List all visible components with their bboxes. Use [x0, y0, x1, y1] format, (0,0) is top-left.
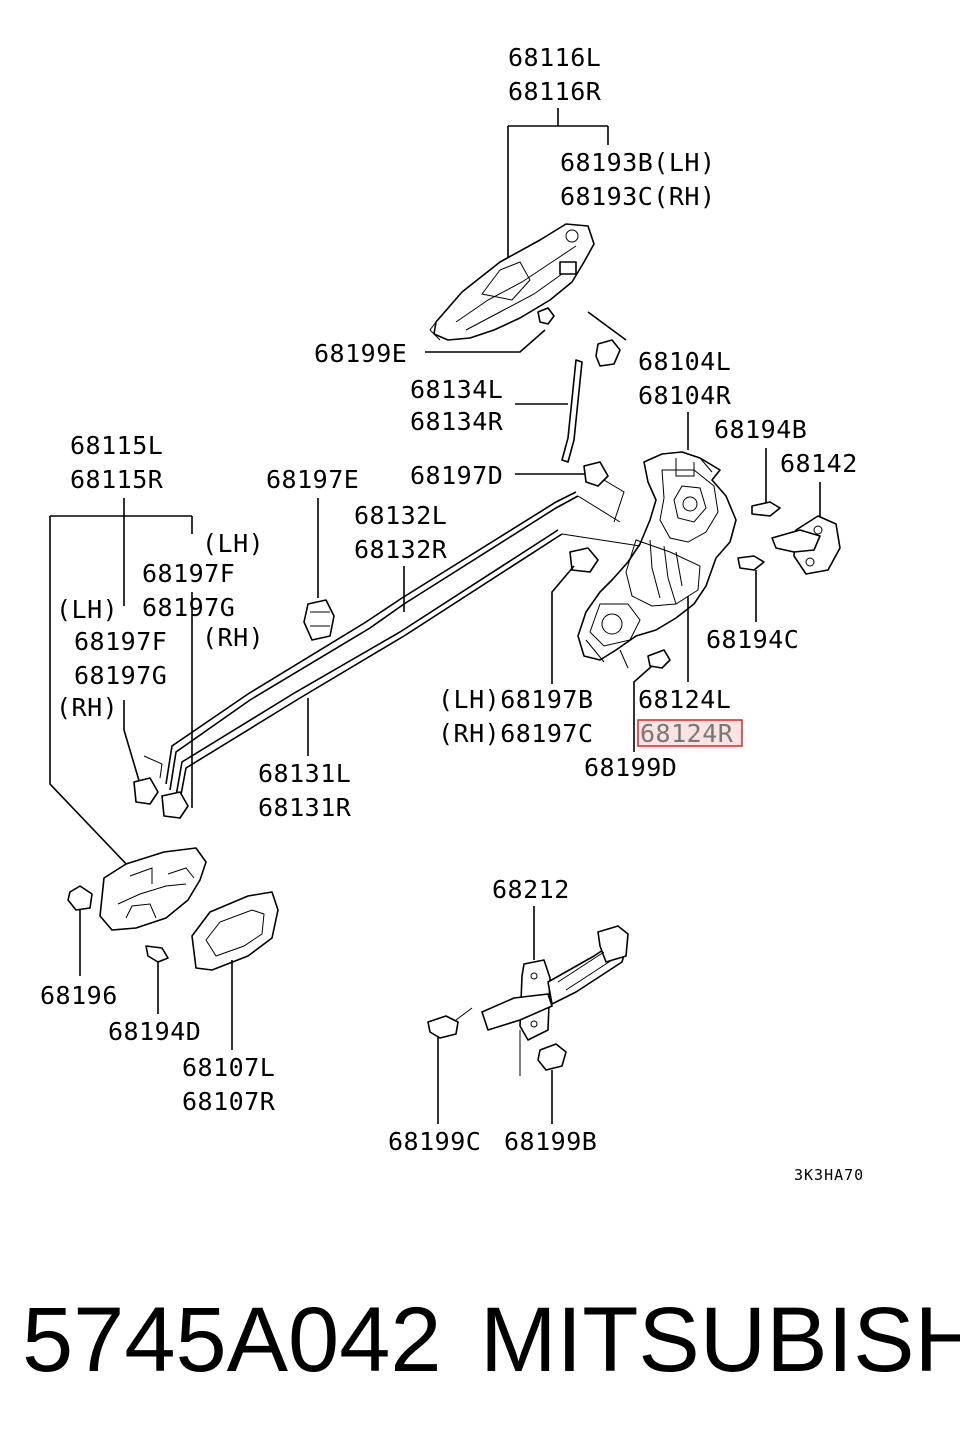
- outside-handle-part: [429, 223, 595, 341]
- door-latch-assembly: [577, 451, 737, 669]
- label-rh-b: (RH): [56, 693, 118, 722]
- label-68197B: (LH)68197B: [438, 685, 594, 714]
- label-68134L: 68134L: [410, 375, 503, 404]
- label-68197C: (RH)68197C: [438, 719, 594, 748]
- leader-68115: [49, 498, 193, 869]
- leader-68193: [587, 311, 627, 341]
- clip-68197D-link: [603, 479, 625, 523]
- parts-diagram: 68116L 68116R 68193B(LH) 68193C(RH) 6819…: [40, 43, 864, 1184]
- label-68104L: 68104L: [638, 347, 731, 376]
- label-68199C: 68199C: [388, 1127, 481, 1156]
- screw-68199D: [647, 649, 671, 669]
- striker-68142: [771, 515, 841, 575]
- label-68197E: 68197E: [266, 465, 359, 494]
- clip-68197D: [583, 461, 609, 487]
- label-68124L: 68124L: [638, 685, 731, 714]
- leader-68197FG-b: [123, 700, 141, 785]
- bolt-68199B: [537, 1043, 567, 1071]
- label-rh-a: (RH): [202, 623, 264, 652]
- diagram-code: 3K3HA70: [794, 1166, 864, 1184]
- rod-clips-left: [133, 755, 189, 819]
- label-68132R: 68132R: [354, 535, 448, 564]
- label-68132L: 68132L: [354, 501, 447, 530]
- leader-68199D: [633, 665, 653, 752]
- brand-name: MITSUBISHI: [480, 1289, 960, 1391]
- label-68116R: 68116R: [508, 77, 602, 106]
- label-68197F-b: 68197F: [74, 627, 167, 656]
- bolt-68199C: [427, 1015, 459, 1039]
- door-check-68212: [481, 925, 629, 1076]
- label-lh-a: (LH): [202, 529, 264, 558]
- inside-handle-part: [99, 847, 207, 931]
- part-number: 5745A042: [22, 1289, 442, 1391]
- label-68199E: 68199E: [314, 339, 407, 368]
- leader-68197BC: [551, 565, 575, 684]
- label-68194D: 68194D: [108, 1017, 201, 1046]
- bolt-68199C-shank: [455, 1007, 473, 1021]
- label-68124R: 68124R: [640, 719, 734, 748]
- leader-68116: [507, 108, 609, 262]
- clip-68197E: [303, 599, 335, 641]
- control-rods: [165, 491, 641, 801]
- lock-rod-68134: [561, 359, 583, 463]
- label-68131L: 68131L: [258, 759, 351, 788]
- label-68197F-a: 68197F: [142, 559, 235, 588]
- highlight-box-68124R: [637, 719, 743, 747]
- label-lh-b: (LH): [56, 595, 118, 624]
- screw-68194B: [751, 501, 781, 517]
- label-68197D: 68197D: [410, 461, 503, 490]
- clip-68197BC: [569, 547, 599, 573]
- label-68131R: 68131R: [258, 793, 352, 822]
- label-68134R: 68134R: [410, 407, 504, 436]
- label-68115R: 68115R: [70, 465, 164, 494]
- label-68115L: 68115L: [70, 431, 163, 460]
- label-68199B: 68199B: [504, 1127, 597, 1156]
- screw-68194D: [145, 945, 169, 963]
- label-68104R: 68104R: [638, 381, 732, 410]
- label-68212: 68212: [492, 875, 570, 904]
- clip-68193: [595, 339, 621, 367]
- leader-68199E: [425, 329, 546, 353]
- label-68116L: 68116L: [508, 43, 601, 72]
- label-68194C: 68194C: [706, 625, 799, 654]
- label-68199D: 68199D: [584, 753, 677, 782]
- label-68193B: 68193B(LH): [560, 148, 716, 177]
- label-68107R: 68107R: [182, 1087, 276, 1116]
- inside-handle-bezel: [191, 891, 279, 971]
- label-68196: 68196: [40, 981, 118, 1010]
- screw-68199E: [537, 307, 555, 325]
- footer: 5745A042 MITSUBISHI: [0, 1290, 960, 1390]
- label-68197G-a: 68197G: [142, 593, 235, 622]
- label-68197G-b: 68197G: [74, 661, 167, 690]
- label-68194B: 68194B: [714, 415, 807, 444]
- cap-68196: [67, 885, 93, 911]
- label-68142: 68142: [780, 449, 858, 478]
- label-68193C: 68193C(RH): [560, 182, 716, 211]
- screw-68194C: [737, 555, 765, 571]
- label-68107L: 68107L: [182, 1053, 275, 1082]
